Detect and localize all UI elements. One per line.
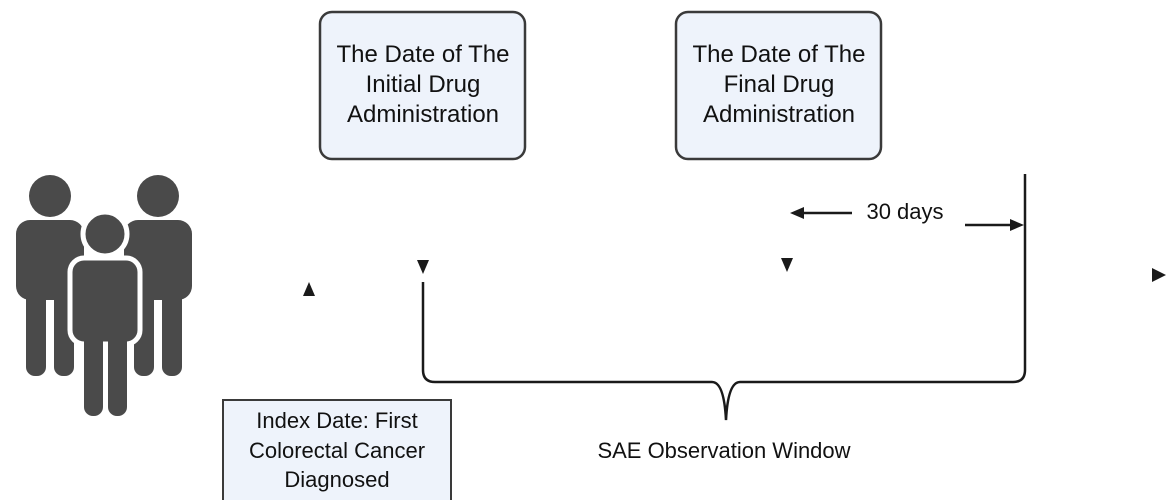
- initial-drug-line-2: Initial Drug: [366, 71, 481, 98]
- observation-window-brace: SAE Observation Window: [421, 282, 1027, 463]
- initial-drug-line-1: The Date of The: [337, 41, 510, 68]
- final-drug-box: The Date of The Final Drug Administratio…: [674, 10, 883, 161]
- final-drug-line-1: The Date of The: [693, 41, 866, 68]
- thirty-days-label: 30 days: [866, 199, 943, 224]
- timeline-axis: [230, 268, 1166, 282]
- index-date-box: Index Date: First Colorectal Cancer Diag…: [222, 399, 452, 500]
- index-date-line-3: Diagnosed: [284, 467, 389, 492]
- initial-drug-box: The Date of The Initial Drug Administrat…: [318, 10, 527, 161]
- people-group-icon: [16, 175, 192, 416]
- thirty-day-interval: 30 days: [790, 199, 1024, 231]
- observation-window-label: SAE Observation Window: [597, 438, 850, 463]
- timeline-arrowhead: [1152, 268, 1166, 282]
- index-date-arrow: [303, 282, 315, 400]
- final-drug-line-3: Administration: [703, 101, 855, 128]
- index-date-line-2: Colorectal Cancer: [249, 438, 425, 463]
- initial-drug-arrow: [417, 162, 429, 274]
- initial-drug-line-3: Administration: [347, 101, 499, 128]
- final-drug-arrow: [781, 162, 793, 272]
- final-drug-line-2: Final Drug: [724, 71, 835, 98]
- index-date-line-1: Index Date: First: [256, 408, 417, 433]
